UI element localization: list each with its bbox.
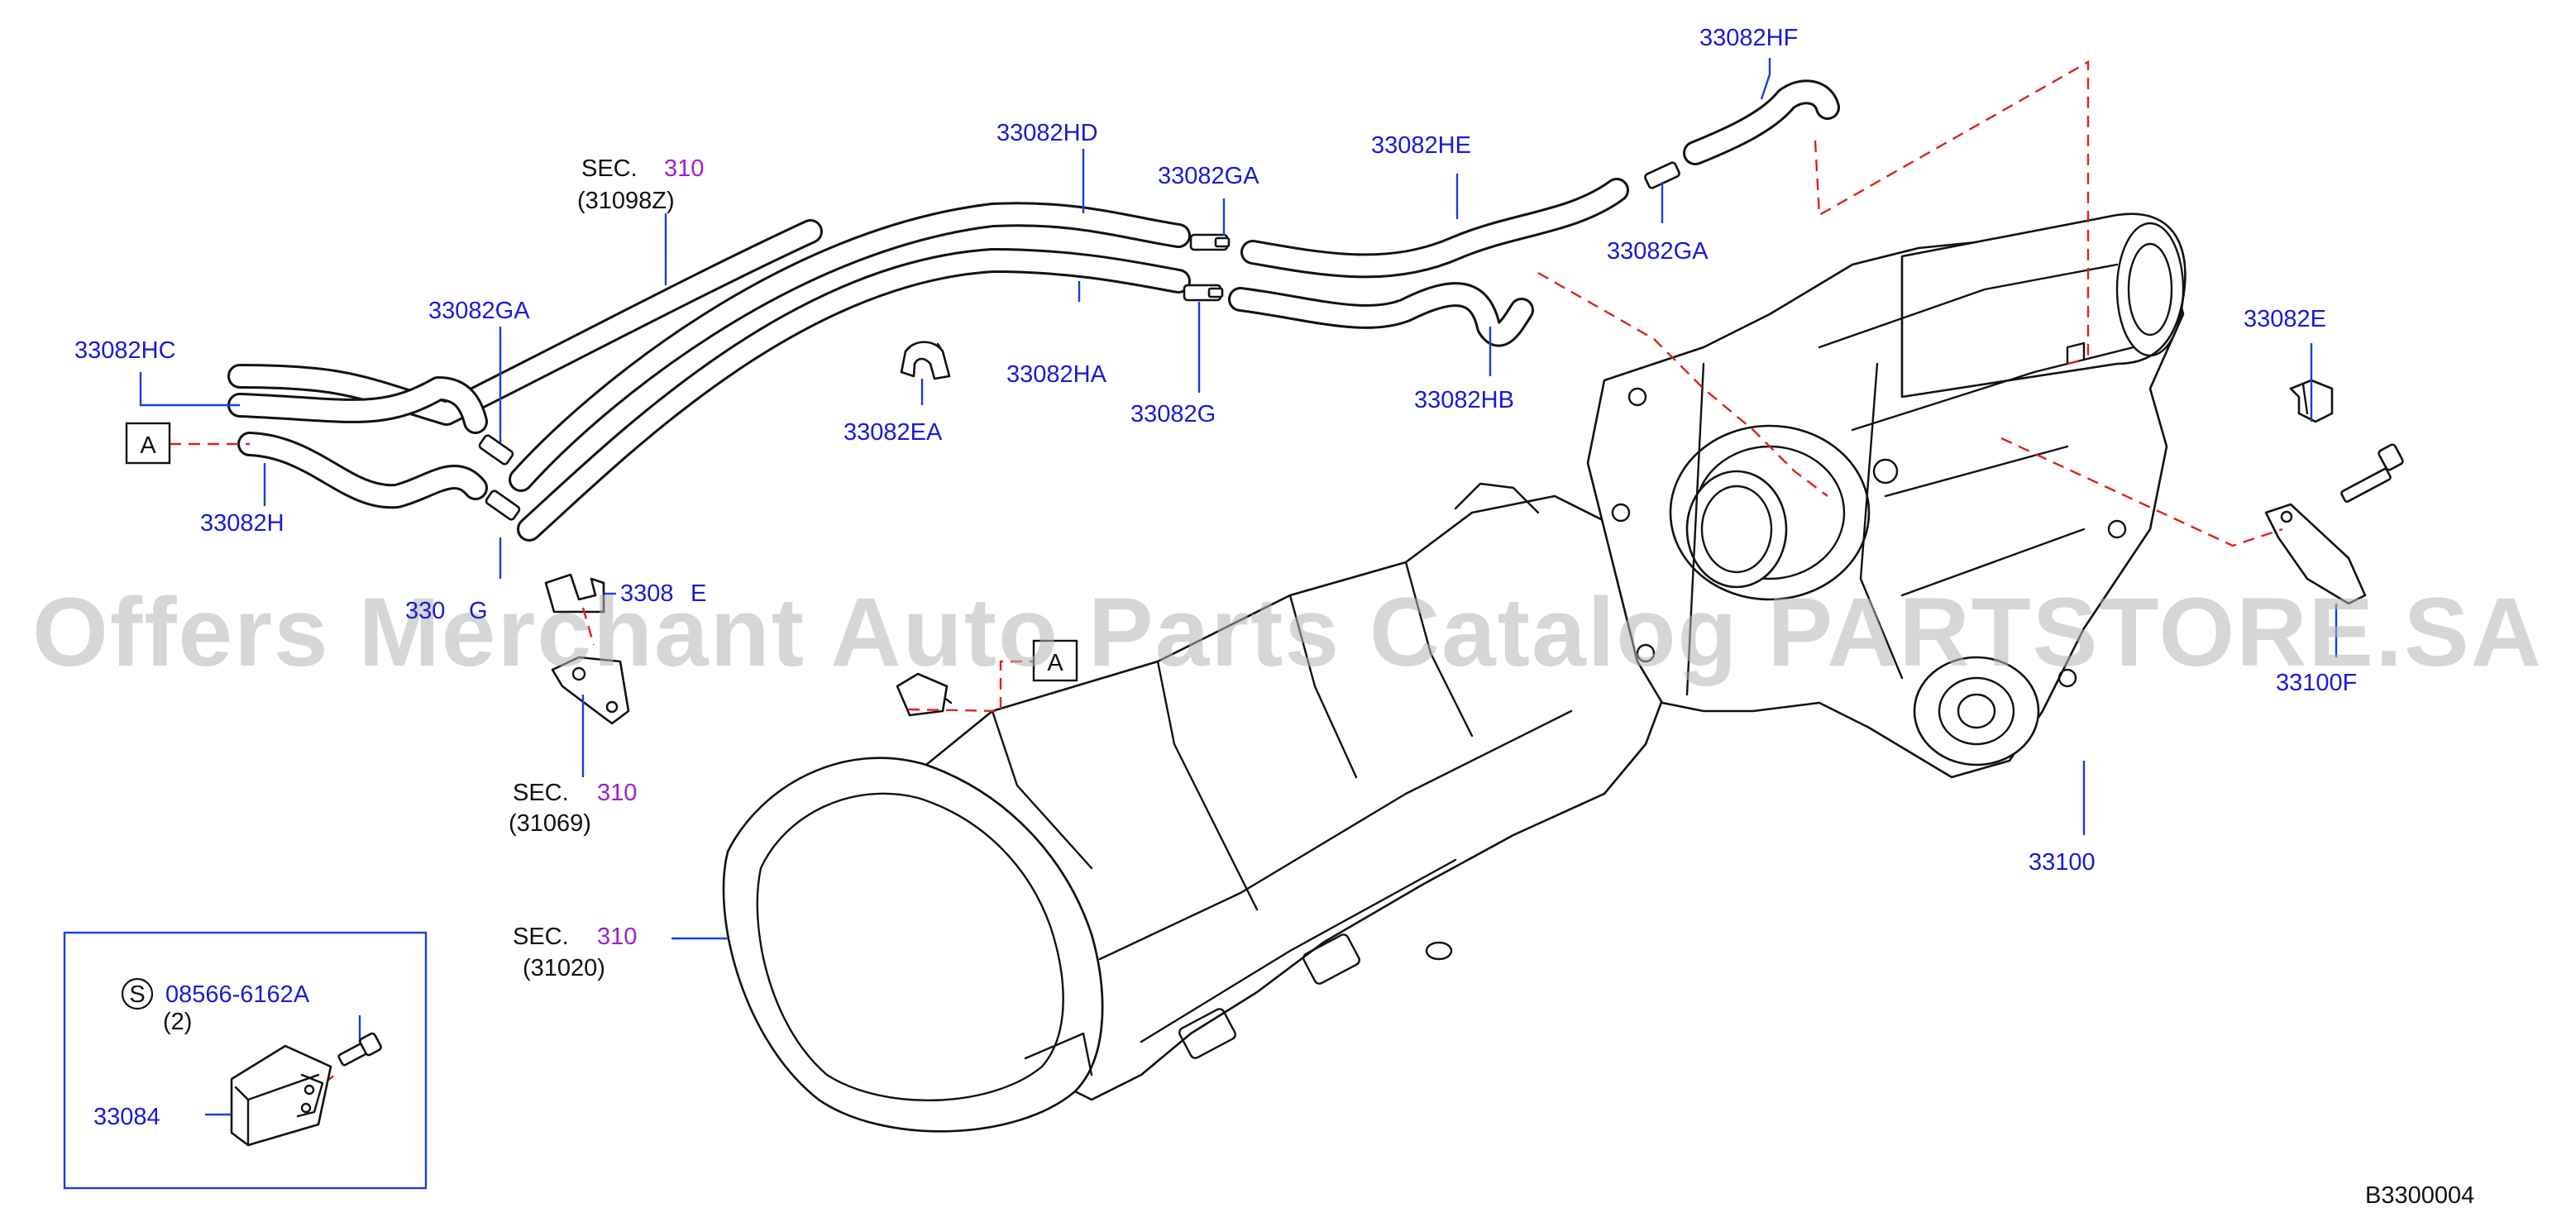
connector-g-left [485,489,521,521]
dashed-connections [170,60,2283,1084]
section-ref-31069[interactable]: SEC. 310 (31069) [509,780,637,837]
connector-ga-left [478,434,514,465]
clip-ea [900,341,951,380]
label-33084[interactable]: 33084 [93,1104,160,1130]
svg-text:310: 310 [597,924,637,950]
view-marker-a-center: A [1032,639,1078,682]
label-33082ga-left[interactable]: 33082GA [428,298,530,324]
svg-text:310: 310 [597,780,637,806]
leader-lines [139,58,2338,1116]
hose-group-left [227,202,1191,542]
label-33082he[interactable]: 33082HE [1371,132,1471,159]
connector-g-center [1183,284,1224,302]
svg-text:SEC.: SEC. [513,780,569,806]
transfer-case [1586,212,2186,779]
label-33082hd[interactable]: 33082HD [996,120,1098,146]
svg-text:SEC.: SEC. [581,155,638,182]
label-08566-6162a[interactable]: 08566-6162A [165,981,310,1008]
bolt-right [2340,443,2404,503]
part-labels: 33082HF 33082HD 33082HE 33082GA 33082GA … [74,25,2357,876]
label-33082h[interactable]: 33082H [200,510,284,537]
sensor-connector [896,672,949,717]
label-33082g-left[interactable]: 330 [405,598,445,624]
label-33082g-center[interactable]: 33082G [1130,401,1216,427]
section-ref-31020[interactable]: SEC. 310 (31020) [513,924,637,981]
symbol-s-icon: S [121,977,154,1010]
svg-text:(31098Z): (31098Z) [577,188,675,214]
transmission-assembly [722,482,1672,1133]
label-33100[interactable]: 33100 [2029,849,2096,876]
control-module [230,1044,332,1147]
svg-text:S: S [129,981,145,1008]
section-ref-31098z[interactable]: SEC. 310 (31098Z) [577,155,704,214]
label-33082hb[interactable]: 33082HB [1414,387,1514,413]
svg-text:(31069): (31069) [509,810,591,837]
svg-text:SEC.: SEC. [513,924,569,950]
label-33082ga-center[interactable]: 33082GA [1158,163,1259,189]
label-33082ea[interactable]: 33082EA [844,419,943,446]
view-marker-a-left: A [125,422,171,465]
watermark-text: Offers Merchant Auto Parts Catalog PARTS… [32,578,2543,687]
bolt-inset [337,1032,382,1067]
label-33082e-left[interactable]: 3308 [620,580,674,607]
label-33082ha[interactable]: 33082HA [1006,361,1107,388]
connector-ga-right [1644,161,1680,189]
label-33082e-left-tail[interactable]: E [691,580,706,607]
label-33100f[interactable]: 33100F [2276,670,2357,696]
label-33082hf[interactable]: 33082HF [1699,25,1798,51]
label-33082e-right[interactable]: 33082E [2244,306,2326,332]
svg-text:(31020): (31020) [523,955,605,981]
label-bolt-qty: (2) [163,1009,192,1035]
bracket-33100f [2264,503,2367,605]
bracket-31069 [551,656,630,725]
label-33082ga-right[interactable]: 33082GA [1607,238,1709,265]
label-33082hc[interactable]: 33082HC [74,337,176,364]
inset-box: S 08566-6162A (2) 33084 [63,931,428,1190]
hose-group-right [900,79,1840,380]
svg-text:310: 310 [664,155,704,182]
label-33082g-left-tail[interactable]: G [469,598,488,624]
diagram-code: B3300004 [2365,1182,2474,1209]
clip-e-left [544,573,605,614]
svg-text:A: A [140,432,156,459]
connector-ga-center [1189,233,1231,251]
svg-text:A: A [1047,650,1063,676]
